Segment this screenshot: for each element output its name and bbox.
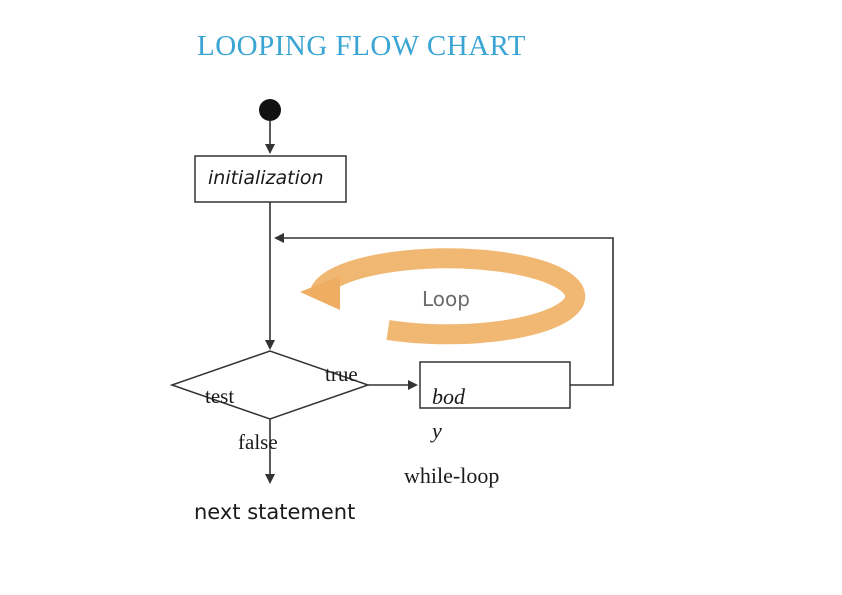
loop-circular-arrow-icon xyxy=(300,248,586,345)
test-label: test xyxy=(205,384,235,408)
loop-label: Loop xyxy=(422,287,470,311)
initialization-label: initialization xyxy=(208,167,324,189)
body-label-line2: y xyxy=(432,418,442,443)
body-label-line1: bod xyxy=(432,384,465,409)
page-title: LOOPING FLOW CHART xyxy=(197,30,526,62)
while-loop-caption: while-loop xyxy=(404,463,500,488)
body-box xyxy=(419,361,571,409)
start-node xyxy=(259,99,281,121)
next-statement-label: next statement xyxy=(194,500,356,524)
initialization-box xyxy=(194,155,347,203)
false-edge-label: false xyxy=(238,430,278,454)
true-edge-label: true xyxy=(325,362,358,386)
loop-back-path xyxy=(274,233,614,386)
